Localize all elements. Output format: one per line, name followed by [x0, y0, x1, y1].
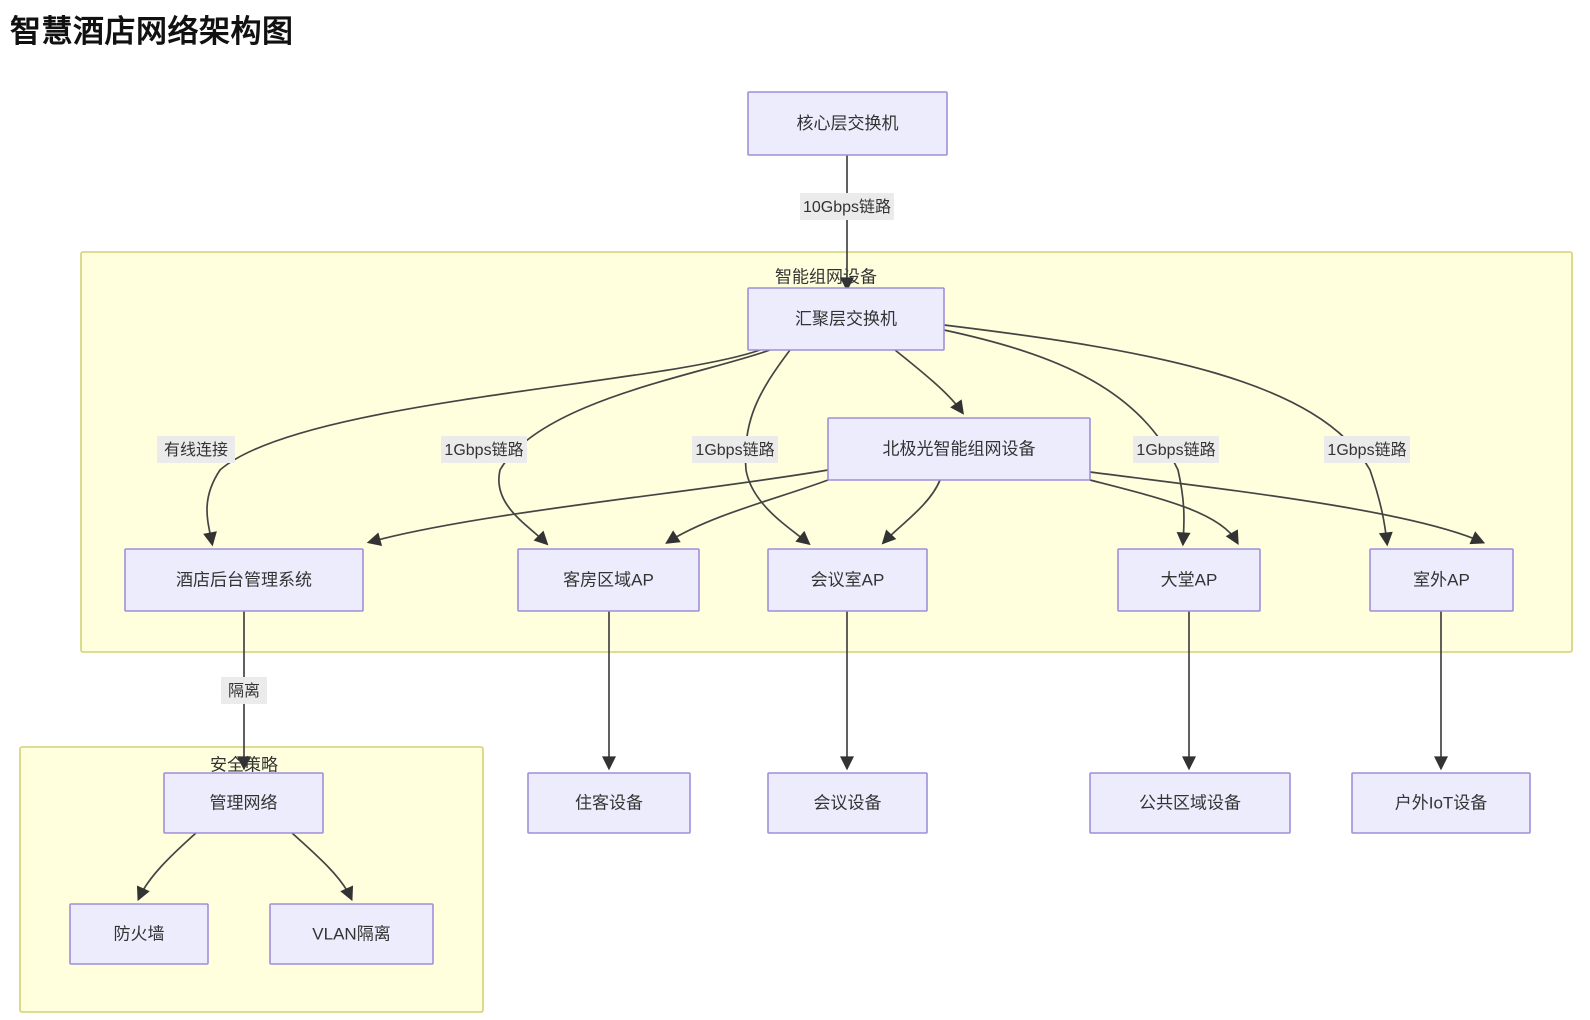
- node-lobby-ap[interactable]: 大堂AP: [1117, 548, 1261, 612]
- node-public-devices-rect[interactable]: [1089, 772, 1291, 834]
- node-firewall[interactable]: 防火墙: [69, 903, 209, 965]
- node-lobby-ap-label: 大堂AP: [1161, 570, 1218, 589]
- node-mgmt-network-rect[interactable]: [163, 772, 324, 834]
- node-hotel-backoffice[interactable]: 酒店后台管理系统: [124, 548, 364, 612]
- node-guestroom-ap[interactable]: 客房区域AP: [517, 548, 700, 612]
- node-agg-switch[interactable]: 汇聚层交换机: [747, 287, 945, 351]
- node-hotel-backoffice-label: 酒店后台管理系统: [176, 570, 312, 589]
- node-mgmt-network-label: 管理网络: [210, 793, 278, 812]
- node-guest-devices[interactable]: 住客设备: [527, 772, 691, 834]
- edge-agg-to-meetingroom-ap-label-bg: [692, 436, 778, 463]
- edge-backoffice-to-mgmt-label-bg: [221, 677, 267, 704]
- node-lobby-ap-rect[interactable]: [1117, 548, 1261, 612]
- edge-agg-to-lobby-ap-label-text: 1Gbps链路: [1136, 441, 1215, 459]
- node-firewall-rect[interactable]: [69, 903, 209, 965]
- node-agg-switch-label: 汇聚层交换机: [795, 309, 897, 328]
- node-guestroom-ap-rect[interactable]: [517, 548, 700, 612]
- node-aurora-device-rect[interactable]: [827, 417, 1091, 481]
- node-meeting-devices-label: 会议设备: [814, 793, 882, 812]
- edge-agg-to-guestroom-ap-label-text: 1Gbps链路: [444, 441, 523, 459]
- page-title: 智慧酒店网络架构图: [10, 14, 294, 49]
- node-aurora-device-label: 北极光智能组网设备: [883, 439, 1036, 458]
- edge-agg-to-aurora: [894, 349, 964, 415]
- node-guestroom-ap-label: 客房区域AP: [563, 570, 654, 589]
- node-meetingroom-ap-label: 会议室AP: [811, 570, 885, 589]
- edge-core-to-agg-label-text: 10Gbps链路: [803, 198, 891, 216]
- edge-agg-to-outdoor-ap-label-group: 1Gbps链路: [1324, 436, 1410, 463]
- node-meeting-devices[interactable]: 会议设备: [767, 772, 928, 834]
- edge-agg-to-guestroom-ap-label-group: 1Gbps链路: [441, 436, 527, 463]
- edge-aurora-to-guestroom-ap: [665, 479, 829, 544]
- node-core-switch[interactable]: 核心层交换机: [747, 91, 948, 156]
- edge-agg-to-lobby-ap-label-bg: [1133, 436, 1219, 463]
- edge-mgmt-to-vlan: [291, 832, 354, 902]
- node-meetingroom-ap-rect[interactable]: [767, 548, 928, 612]
- edge-backoffice-to-mgmt-label-group: 隔离: [221, 677, 267, 704]
- node-core-switch-rect[interactable]: [747, 91, 948, 156]
- cluster-smart-networking-label: 智能组网设备: [775, 267, 877, 286]
- edge-mgmt-to-firewall: [136, 832, 197, 902]
- edge-agg-to-backoffice-label-group: 有线连接: [157, 436, 235, 463]
- edge-core-to-agg-label-bg: [800, 193, 894, 220]
- edge-agg-to-meetingroom-ap-label-text: 1Gbps链路: [695, 441, 774, 459]
- node-outdoor-ap-label: 室外AP: [1413, 570, 1470, 589]
- node-mgmt-network[interactable]: 管理网络: [163, 772, 324, 834]
- node-public-devices[interactable]: 公共区域设备: [1089, 772, 1291, 834]
- edge-aurora-to-backoffice: [366, 469, 829, 546]
- node-guest-devices-label: 住客设备: [575, 793, 643, 812]
- node-meetingroom-ap[interactable]: 会议室AP: [767, 548, 928, 612]
- node-aurora-device[interactable]: 北极光智能组网设备: [827, 417, 1091, 481]
- edge-agg-to-backoffice-label-bg: [157, 436, 235, 463]
- edge-backoffice-to-mgmt-label-text: 隔离: [228, 682, 260, 700]
- edge-agg-to-meetingroom-ap: [744, 349, 811, 546]
- node-firewall-label: 防火墙: [114, 924, 165, 943]
- node-vlan-isolation-rect[interactable]: [269, 903, 434, 965]
- node-agg-switch-rect[interactable]: [747, 287, 945, 351]
- edge-agg-to-backoffice: [203, 349, 761, 547]
- node-vlan-isolation[interactable]: VLAN隔离: [269, 903, 434, 965]
- node-guest-devices-rect[interactable]: [527, 772, 691, 834]
- edge-agg-to-outdoor-ap: [943, 324, 1393, 547]
- node-core-switch-label: 核心层交换机: [797, 114, 899, 133]
- node-outdoor-ap-rect[interactable]: [1369, 548, 1514, 612]
- node-outdoor-iot-label: 户外IoT设备: [1395, 793, 1488, 812]
- node-outdoor-iot[interactable]: 户外IoT设备: [1351, 772, 1531, 834]
- node-vlan-isolation-label: VLAN隔离: [312, 924, 390, 943]
- node-public-devices-label: 公共区域设备: [1139, 793, 1241, 812]
- edge-aurora-to-meeting-ap: [881, 479, 941, 545]
- node-hotel-backoffice-rect[interactable]: [124, 548, 364, 612]
- edge-agg-to-lobby-ap-label-group: 1Gbps链路: [1133, 436, 1219, 463]
- node-outdoor-ap[interactable]: 室外AP: [1369, 548, 1514, 612]
- edge-agg-to-meetingroom-ap-label-group: 1Gbps链路: [692, 436, 778, 463]
- edge-core-to-agg-label-group: 10Gbps链路: [800, 193, 894, 220]
- edge-aurora-to-outdoor-ap: [1089, 471, 1486, 545]
- edge-agg-to-guestroom-ap-label-bg: [441, 436, 527, 463]
- edge-aurora-to-lobby-ap: [1089, 479, 1239, 545]
- edge-agg-to-backoffice-label-text: 有线连接: [164, 441, 228, 459]
- node-meeting-devices-rect[interactable]: [767, 772, 928, 834]
- edge-agg-to-outdoor-ap-label-text: 1Gbps链路: [1327, 441, 1406, 459]
- node-outdoor-iot-rect[interactable]: [1351, 772, 1531, 834]
- edge-agg-to-lobby-ap: [943, 329, 1191, 547]
- edge-agg-to-outdoor-ap-label-bg: [1324, 436, 1410, 463]
